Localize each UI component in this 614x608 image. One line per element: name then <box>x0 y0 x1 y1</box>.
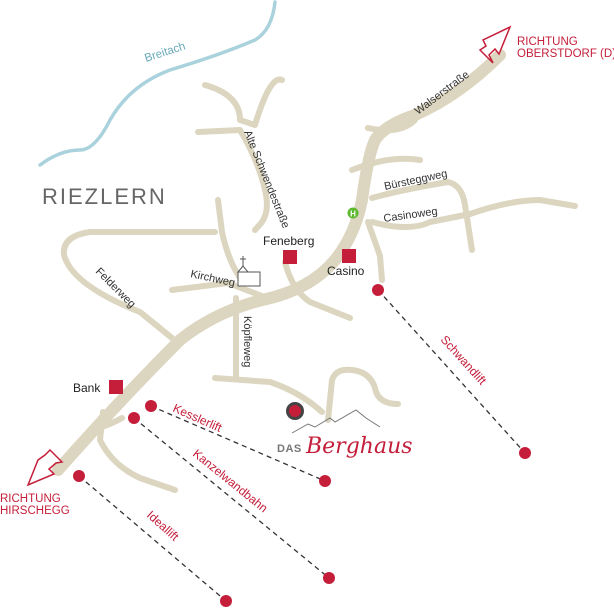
station-dot[interactable] <box>128 412 140 424</box>
station-dot[interactable] <box>145 400 157 412</box>
road-alte-schwende <box>195 76 285 281</box>
label-ideallift: Ideallift <box>144 508 182 544</box>
station-dot[interactable] <box>73 470 85 482</box>
church-icon <box>236 256 261 287</box>
logo-name: Berghaus <box>305 434 413 459</box>
lift-stations <box>73 284 531 607</box>
river-label: Breitach <box>143 40 187 64</box>
direction-hirschegg-line2: HIRSCHEGG <box>0 505 70 517</box>
road-berghaus <box>325 366 401 423</box>
line-ideallift <box>78 475 227 602</box>
road-casino <box>365 219 385 283</box>
bus-stop-icon[interactable] <box>347 207 359 219</box>
label-koepfleweg: Köpfleweg <box>241 316 253 367</box>
lift-lines <box>78 289 526 602</box>
station-dot[interactable] <box>323 572 335 584</box>
logo-prefix: DAS <box>277 443 302 455</box>
station-dot[interactable] <box>220 595 232 607</box>
bus-stop-label: H <box>350 210 356 219</box>
station-dot[interactable] <box>372 284 384 296</box>
station-dot[interactable] <box>519 447 531 459</box>
line-schwandlift <box>377 289 526 454</box>
line-kanzelwandbahn <box>133 417 330 579</box>
marker-bank[interactable] <box>109 380 123 394</box>
road-kirchweg <box>169 280 265 299</box>
marker-berghaus[interactable] <box>286 402 304 420</box>
marker-casino[interactable] <box>342 249 356 263</box>
arrow-hirschegg-icon <box>26 448 64 487</box>
marker-feneberg[interactable] <box>283 250 297 264</box>
label-casino: Casino <box>327 264 365 278</box>
station-dot[interactable] <box>319 475 331 487</box>
direction-oberstdorf-line1: RICHTUNG <box>517 36 578 48</box>
arrow-oberstdorf-icon <box>478 25 512 64</box>
road-buersteggweg <box>369 179 475 253</box>
label-bank: Bank <box>73 381 101 395</box>
river-breitach <box>38 0 277 167</box>
mountain-logo-icon <box>291 409 381 434</box>
label-kanzelwandbahn: Kanzelwandbahn <box>190 446 270 515</box>
road-walserstrasse <box>52 49 506 476</box>
town-label: RIEZLERN <box>42 184 167 209</box>
label-schwandlift: Schwandlift <box>438 333 490 388</box>
label-feneberg: Feneberg <box>263 234 314 248</box>
line-kesslerlift <box>150 405 326 482</box>
direction-oberstdorf-line2: OBERSTDORF (D) <box>517 48 614 60</box>
road-felderweg <box>60 229 218 341</box>
road-casinoweg <box>369 197 578 230</box>
side-roads <box>60 76 578 493</box>
direction-hirschegg-line1: RICHTUNG <box>0 493 61 505</box>
